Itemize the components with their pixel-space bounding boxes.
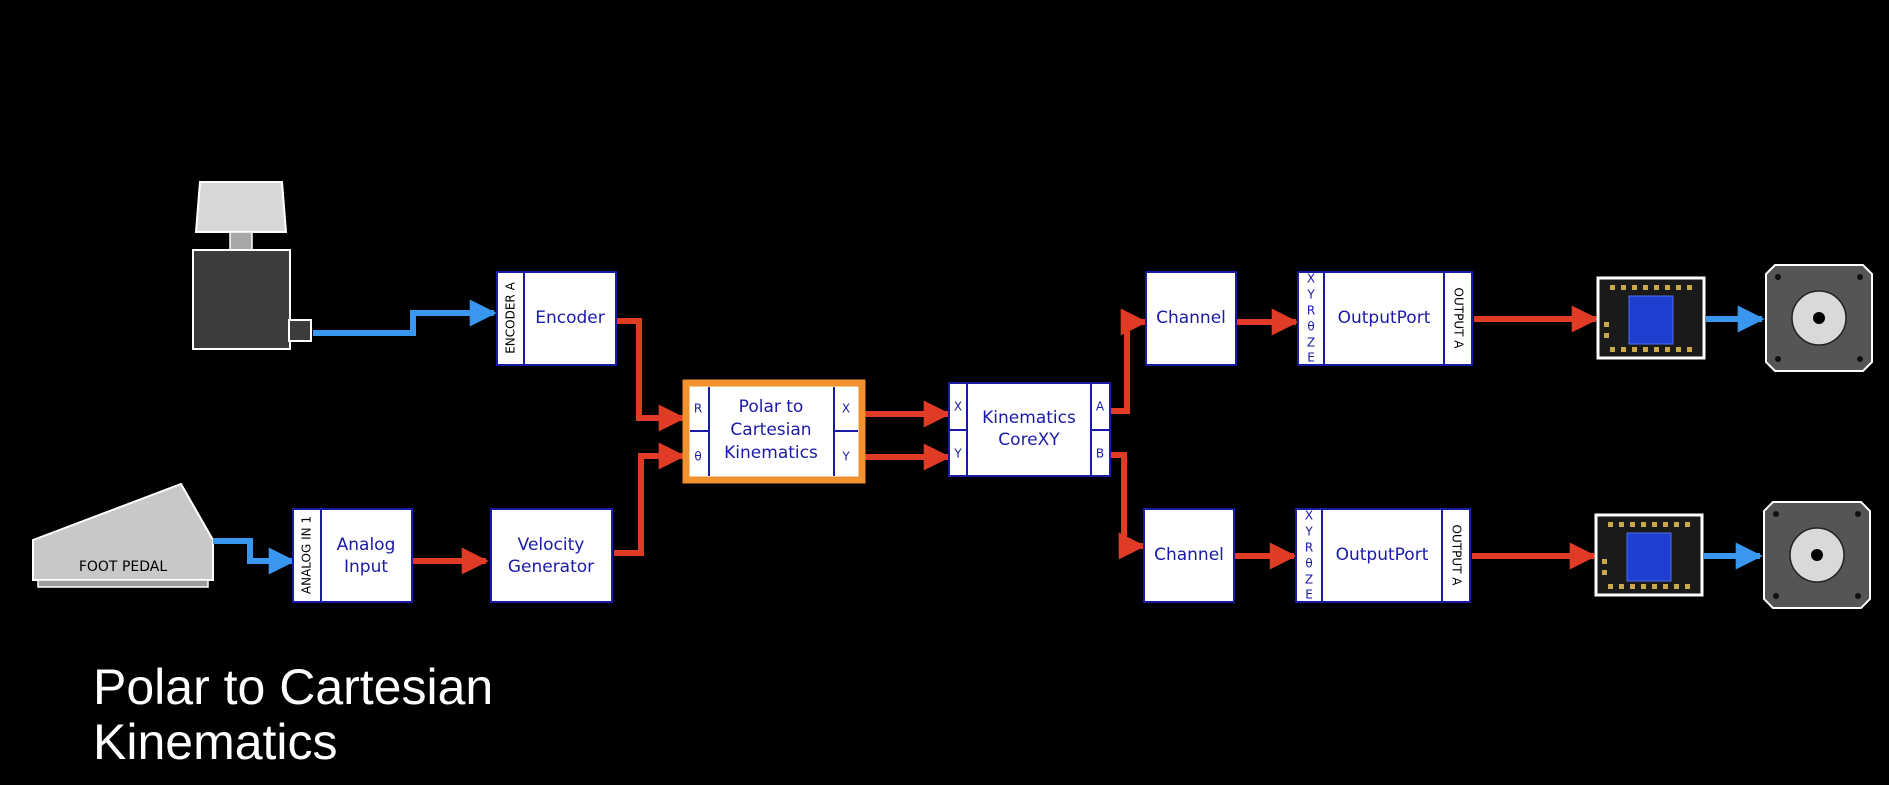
- wire-handwheel-to-encoder: [313, 299, 497, 336]
- corexy-label-line2: CoreXY: [998, 430, 1060, 450]
- foot-pedal-label: FOOT PEDAL: [79, 559, 167, 575]
- page-title-line2: Kinematics: [93, 714, 338, 770]
- stepper-driver-top-icon: [1596, 276, 1706, 360]
- wire-velocity-to-polar-theta: [614, 442, 686, 556]
- wire-corexy-b-to-channel-bottom: [1110, 452, 1146, 560]
- outputport-top-block[interactable]: X Y R θ Z E OutputPort OUTPUT A: [1297, 271, 1473, 366]
- encoder-label: Encoder: [535, 308, 605, 328]
- kinematics-corexy-block[interactable]: X Y A B Kinematics CoreXY: [948, 382, 1111, 477]
- polar-input-r: R: [694, 402, 702, 416]
- outputport-top-side-label: OUTPUT A: [1452, 288, 1466, 350]
- channel-top-block[interactable]: Channel: [1145, 271, 1237, 366]
- outputport-bottom-port-x: X: [1305, 509, 1313, 523]
- corexy-input-y: Y: [953, 447, 962, 461]
- polar-label-line3: Kinematics: [724, 443, 818, 463]
- outputport-top-port-x: X: [1307, 272, 1315, 286]
- channel-bottom-block[interactable]: Channel: [1143, 508, 1235, 603]
- stepper-motor-top-icon: [1765, 264, 1873, 372]
- encoder-block[interactable]: ENCODER A Encoder: [496, 271, 617, 366]
- outputport-top-label: OutputPort: [1338, 308, 1431, 328]
- analog-input-block[interactable]: ANALOG IN 1 Analog Input: [292, 508, 413, 603]
- outputport-top-port-r: R: [1307, 304, 1315, 318]
- outputport-bottom-port-r: R: [1305, 541, 1313, 555]
- wire-pedal-to-analog-input: [213, 538, 296, 575]
- stepper-motor-bottom-icon: [1763, 501, 1871, 609]
- wire-encoder-to-polar-r: [616, 318, 686, 432]
- polar-output-x: X: [842, 402, 850, 416]
- velocity-generator-block[interactable]: Velocity Generator: [490, 508, 613, 603]
- corexy-label-line1: Kinematics: [982, 408, 1076, 428]
- page-title-line1: Polar to Cartesian: [93, 659, 494, 715]
- analog-input-label-line2: Input: [344, 557, 388, 577]
- polar-input-theta: θ: [694, 450, 701, 464]
- outputport-bottom-side-label: OUTPUT A: [1450, 525, 1464, 587]
- outputport-bottom-port-e: E: [1305, 588, 1313, 602]
- corexy-output-b: B: [1096, 447, 1104, 461]
- handwheel-encoder-icon: [192, 181, 312, 350]
- channel-top-label: Channel: [1156, 308, 1226, 328]
- encoder-side-label: ENCODER A: [504, 281, 518, 353]
- corexy-output-a: A: [1096, 400, 1105, 414]
- outputport-bottom-port-z: Z: [1305, 573, 1313, 587]
- outputport-bottom-label: OutputPort: [1336, 545, 1429, 565]
- polar-to-cartesian-block[interactable]: R θ X Y Polar to Cartesian Kinematics: [682, 379, 866, 484]
- outputport-top-port-e: E: [1307, 351, 1315, 365]
- outputport-top-port-y: Y: [1306, 288, 1315, 302]
- wire-corexy-a-to-channel-top: [1110, 308, 1148, 414]
- analog-input-label-line1: Analog: [337, 535, 396, 555]
- velocity-generator-label-line1: Velocity: [518, 535, 585, 555]
- outputport-bottom-port-y: Y: [1304, 525, 1313, 539]
- stepper-driver-bottom-icon: [1594, 513, 1704, 597]
- outputport-top-port-theta: θ: [1307, 320, 1314, 334]
- outputport-bottom-block[interactable]: X Y R θ Z E OutputPort OUTPUT A: [1295, 508, 1471, 603]
- polar-label-line2: Cartesian: [730, 420, 811, 440]
- analog-input-side-label: ANALOG IN 1: [300, 516, 314, 594]
- outputport-top-port-z: Z: [1307, 336, 1315, 350]
- polar-label-line1: Polar to: [739, 397, 804, 417]
- page-title: Polar to Cartesian Kinematics: [93, 660, 493, 770]
- foot-pedal-icon: FOOT PEDAL: [32, 482, 214, 588]
- polar-output-y: Y: [841, 450, 850, 464]
- outputport-bottom-port-theta: θ: [1305, 557, 1312, 571]
- corexy-input-x: X: [954, 400, 962, 414]
- channel-bottom-label: Channel: [1154, 545, 1224, 565]
- velocity-generator-label-line2: Generator: [508, 557, 594, 577]
